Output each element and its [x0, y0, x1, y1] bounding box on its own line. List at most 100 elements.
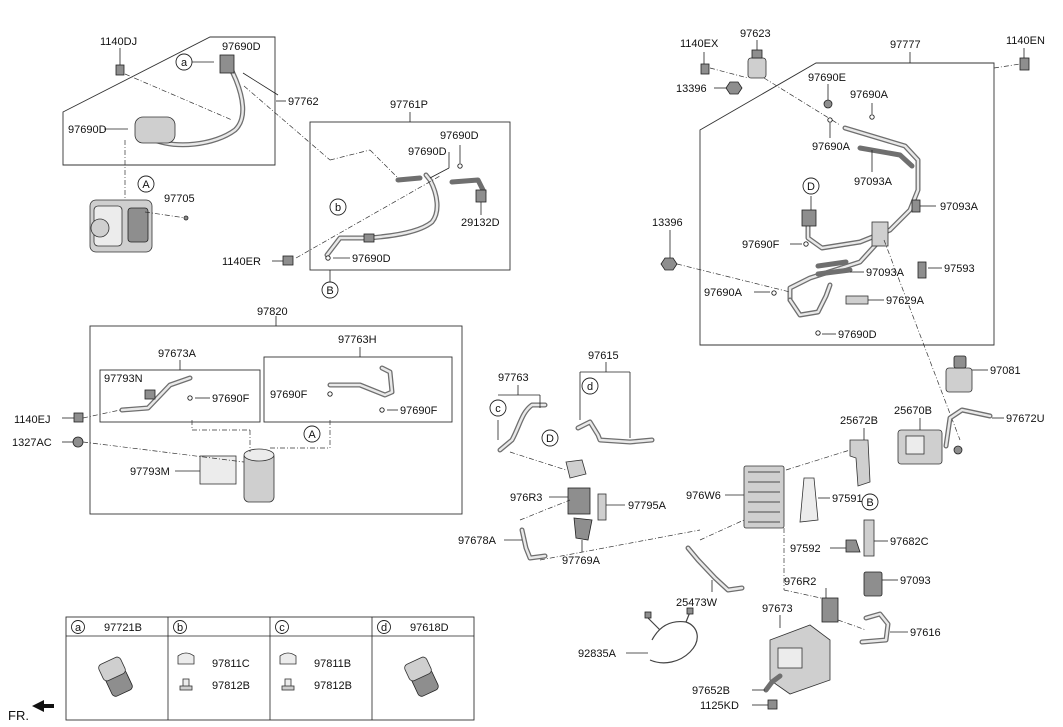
label-97769A: 97769A — [562, 555, 601, 567]
bracket-29132D — [475, 189, 487, 203]
accumulator — [199, 448, 275, 503]
label-97081: 97081 — [990, 365, 1021, 377]
part-labels: 1140DJ 97690D 97762 97690D 97705 97761P … — [12, 28, 1045, 712]
ptc-heater-25670B — [897, 429, 943, 465]
label-97777: 97777 — [890, 39, 921, 51]
label-13396-2: 13396 — [652, 217, 683, 229]
pipe-97763H — [327, 365, 395, 398]
group-97820 — [62, 316, 463, 515]
bolt-1140EJ — [62, 412, 84, 423]
ref-d-97615 — [581, 377, 599, 395]
pipe-97777-b — [857, 145, 915, 169]
muffler-97762 — [134, 116, 176, 144]
fitting-97762 — [219, 54, 235, 74]
table-key-c — [275, 620, 289, 634]
ref-d-97615-text: d — [587, 381, 593, 393]
bolt-1140DJ — [115, 48, 125, 76]
label-1140EJ: 1140EJ — [14, 414, 51, 426]
table-part-97811B: 97811B — [314, 658, 351, 670]
frame-97762 — [62, 36, 276, 166]
front-label: FR. — [8, 708, 29, 723]
part-97652B — [763, 673, 783, 693]
label-97672U: 97672U — [1006, 413, 1045, 425]
bracket-97682C — [863, 519, 875, 557]
table-key-b-text: b — [177, 622, 183, 634]
nut-13396-top — [714, 81, 743, 95]
ref-b-cover — [329, 198, 347, 216]
bolt-1140EX — [700, 52, 710, 75]
label-97623: 97623 — [740, 28, 771, 40]
ref-D-right-text: D — [807, 181, 815, 193]
frame-97820 — [89, 325, 463, 515]
label-97705: 97705 — [164, 193, 195, 205]
table-part-97721B: 97721B — [104, 622, 142, 634]
valve-976R3 — [567, 487, 591, 515]
label-97616: 97616 — [910, 627, 941, 639]
label-97629A: 97629A — [886, 295, 925, 307]
ref-D-center-text: D — [546, 433, 554, 445]
table-part-97812B-c: 97812B — [314, 680, 352, 692]
label-97690F-4: 97690F — [742, 239, 780, 251]
label-97093A-2: 97093A — [940, 201, 979, 213]
group-97763-97615 — [497, 362, 701, 561]
ref-A-97820 — [303, 425, 321, 443]
sensor-97721B-icon — [98, 656, 133, 697]
clip-97592 — [845, 539, 861, 553]
table-part-97812B-b: 97812B — [212, 680, 250, 692]
compressor — [89, 199, 153, 253]
bracket-97629A — [845, 295, 869, 305]
label-97793N: 97793N — [104, 373, 143, 385]
fitting-D-right — [801, 209, 817, 227]
label-97093A-3: 97093A — [866, 267, 905, 279]
clip-97593 — [917, 261, 927, 279]
label-13396-1: 13396 — [676, 83, 707, 95]
bolt-1140ER — [272, 255, 294, 266]
label-1125KD: 1125KD — [700, 700, 739, 712]
label-97673A: 97673A — [158, 348, 197, 360]
pipe-97777-e — [815, 259, 853, 277]
nut-1327AC — [62, 436, 84, 448]
ref-B-right-text: B — [866, 497, 873, 509]
table-key-d-text: d — [381, 622, 387, 634]
ref-A-compressor — [137, 175, 155, 193]
label-97690A-3: 97690A — [704, 287, 743, 299]
part-97769A — [573, 517, 593, 541]
label-97793M: 97793M — [130, 466, 170, 478]
table-key-a-text: a — [75, 622, 82, 634]
label-97682C: 97682C — [890, 536, 929, 548]
bracket-97795A — [597, 493, 607, 521]
ref-a-top — [175, 53, 193, 71]
label-29132D: 29132D — [461, 217, 500, 229]
group-976W6 — [626, 449, 908, 710]
table-key-b — [173, 620, 187, 634]
label-1140ER: 1140ER — [222, 256, 261, 268]
label-97762: 97762 — [288, 96, 319, 108]
sensor-97618D-icon — [404, 656, 439, 697]
ref-B-below-text: B — [326, 285, 333, 297]
label-97690D-5: 97690D — [352, 253, 391, 265]
label-97652B: 97652B — [692, 685, 730, 697]
label-97763: 97763 — [498, 372, 529, 384]
label-97761P: 97761P — [390, 99, 428, 111]
sensor-97623 — [747, 40, 767, 79]
ref-A-97820-text: A — [308, 429, 316, 441]
ref-B-below — [321, 281, 339, 299]
front-arrow-icon — [32, 700, 54, 712]
label-1140EN: 1140EN — [1006, 35, 1045, 47]
frame-97777 — [699, 62, 995, 346]
pipe-97761P-top — [395, 175, 487, 195]
label-97690F-3: 97690F — [400, 405, 438, 417]
block-97777 — [871, 221, 889, 247]
label-97093A-1: 97093A — [854, 176, 893, 188]
core-97812B-icon-c — [281, 678, 295, 691]
ref-b-cover-text: b — [335, 202, 341, 214]
nut-13396-left — [660, 230, 678, 271]
hose-25473W — [685, 545, 745, 593]
bolt-1125KD — [752, 699, 778, 710]
core-97812B-icon-b — [179, 678, 193, 691]
module-97673 — [769, 624, 831, 695]
label-976W6: 976W6 — [686, 490, 721, 502]
label-97678A: 97678A — [458, 535, 497, 547]
group-97777 — [660, 40, 1030, 441]
label-97690F-1: 97690F — [212, 393, 250, 405]
